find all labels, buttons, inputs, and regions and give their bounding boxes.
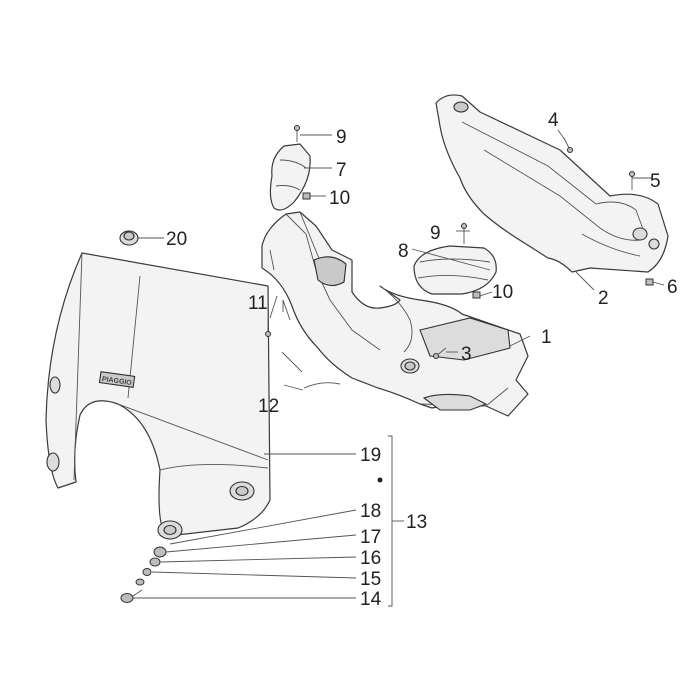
- callout-9-upper: 9: [336, 127, 347, 148]
- callout-14: 14: [360, 589, 382, 610]
- callout-12: 12: [258, 396, 279, 417]
- callout-2: 2: [598, 288, 609, 309]
- handlebar-front-cover: [261, 211, 529, 417]
- callout-10-upper: 10: [329, 188, 350, 209]
- hardware: [120, 125, 654, 603]
- callout-20: 20: [166, 229, 187, 250]
- callout-5: 5: [650, 171, 661, 192]
- turn-signal-lens-right: [413, 245, 497, 295]
- callout-4: 4: [548, 110, 559, 131]
- callout-13: 13: [406, 512, 427, 533]
- callout-9-right: 9: [430, 223, 441, 244]
- callout-15: 15: [360, 569, 381, 590]
- callout-6: 6: [667, 277, 678, 298]
- windscreen: PIAGGIO: [45, 252, 271, 540]
- turn-signal-lens-left: [269, 143, 311, 211]
- callout-10-right: 10: [492, 282, 513, 303]
- windscreen-logo: PIAGGIO: [101, 376, 132, 387]
- callout-16: 16: [360, 548, 381, 569]
- callouts: 1 2 3 4 5 6 7 8 9 9 10 10 11 12 13 14 15…: [166, 110, 678, 610]
- leader-lines: [133, 129, 665, 607]
- callout-3: 3: [461, 344, 472, 365]
- handlebar-rear-cover: [435, 94, 669, 273]
- callout-8: 8: [398, 241, 409, 262]
- grommet-part: [119, 230, 139, 246]
- callout-11: 11: [248, 293, 268, 314]
- callout-7: 7: [336, 160, 347, 181]
- callout-17: 17: [360, 527, 381, 548]
- callout-19: 19: [360, 445, 381, 466]
- callout-18: 18: [360, 501, 381, 522]
- callout-1: 1: [541, 327, 552, 348]
